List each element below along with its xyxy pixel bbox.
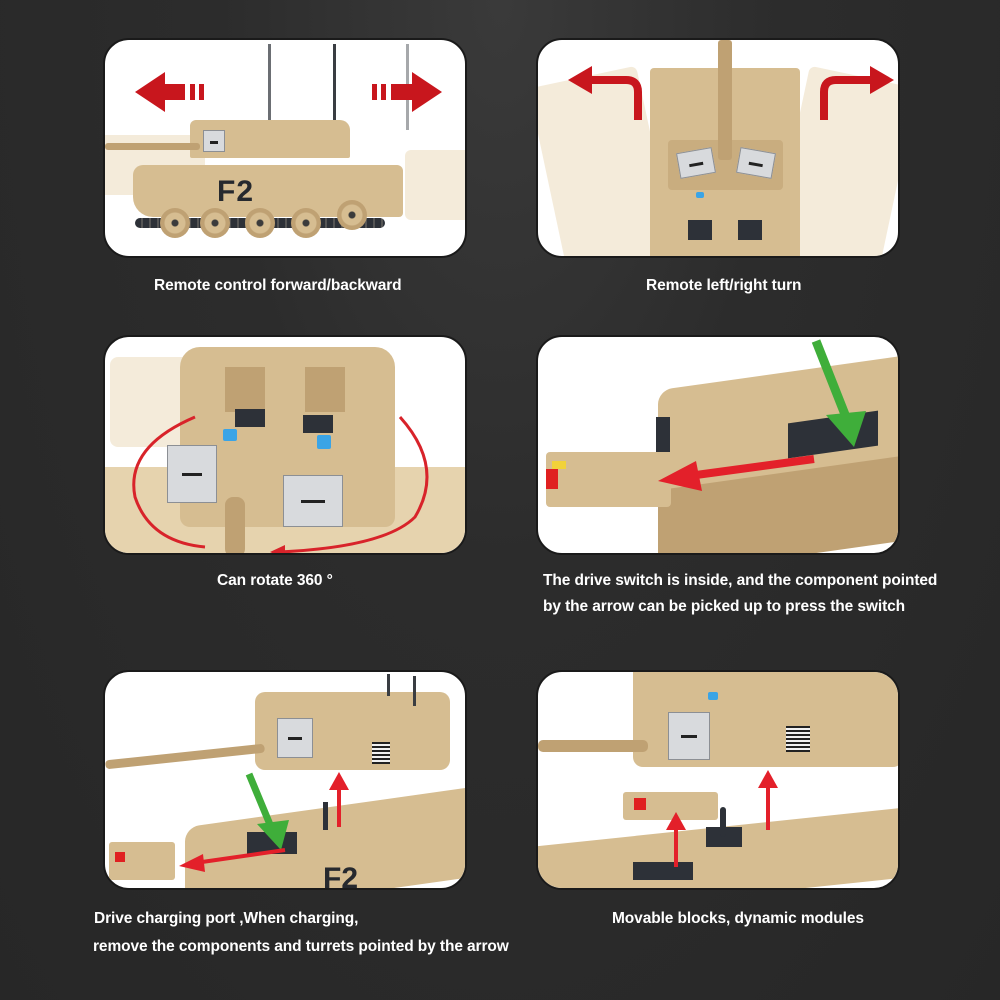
curved-right-red-arrow-icon — [820, 66, 894, 120]
removable-switch-block — [546, 452, 671, 507]
armor-plate — [277, 718, 313, 758]
hatch-open — [305, 367, 345, 412]
hatch — [738, 220, 762, 240]
gun-barrel — [105, 743, 266, 770]
gun-barrel — [105, 143, 200, 150]
hatch-opening — [303, 415, 333, 433]
vent-grille — [372, 742, 390, 764]
vent-grille — [786, 726, 810, 752]
hull-marking: F2 — [323, 862, 359, 890]
caption-movable-blocks: Movable blocks, dynamic modules — [612, 910, 864, 927]
panel-drive-switch — [536, 335, 900, 555]
light-brick — [708, 692, 718, 700]
caption-drive-switch-line2: by the arrow can be picked up to press t… — [543, 598, 906, 615]
red-up-arrow-icon — [758, 770, 778, 830]
antenna — [387, 674, 390, 696]
light-brick — [223, 429, 237, 441]
caption-drive-switch-line1: The drive switch is inside, and the comp… — [543, 572, 938, 589]
light-brick — [317, 435, 331, 449]
caption-charging-port-line2: remove the components and turrets pointe… — [93, 938, 509, 955]
left-red-arrow-icon — [135, 72, 204, 112]
green-down-arrow-icon — [245, 772, 289, 850]
road-wheel — [245, 208, 275, 238]
red-up-arrow-icon — [666, 812, 686, 867]
road-wheel — [160, 208, 190, 238]
caption-left-right-turn: Remote left/right turn — [646, 277, 802, 294]
light-brick — [696, 192, 704, 198]
switch-red — [634, 798, 646, 810]
switch-red — [546, 469, 558, 489]
red-up-arrow-icon — [329, 772, 349, 827]
hull — [538, 807, 898, 888]
curved-left-red-arrow-icon — [568, 66, 642, 120]
turret-pivot — [720, 807, 726, 837]
circular-red-arrow-icon — [132, 415, 429, 553]
right-red-arrow-icon — [372, 72, 442, 112]
turret-pivot-socket — [706, 827, 742, 847]
antenna — [333, 44, 336, 130]
gun-barrel — [225, 497, 245, 553]
panel-left-right-turn — [536, 38, 900, 258]
road-wheel — [337, 200, 367, 230]
armor-plate — [167, 445, 217, 503]
hatch — [688, 220, 712, 240]
track-edge — [656, 417, 670, 452]
road-wheel — [291, 208, 321, 238]
switch-yellow — [552, 461, 566, 469]
red-left-arrow-icon — [179, 848, 286, 872]
panel-movable-blocks — [536, 670, 900, 890]
hull-marking: F2 — [217, 175, 255, 208]
antenna — [268, 44, 271, 122]
caption-forward-backward: Remote control forward/backward — [154, 277, 402, 294]
road-wheel — [200, 208, 230, 238]
switch-red — [115, 852, 125, 862]
panel-rotate-360 — [103, 335, 467, 555]
panel-forward-backward: F2 — [103, 38, 467, 258]
armor-plate — [283, 475, 343, 527]
gun-barrel — [718, 40, 732, 160]
ghost-tank-right — [405, 150, 465, 220]
gun-barrel — [538, 740, 648, 752]
red-left-arrow-icon — [658, 455, 815, 491]
hatch-opening — [235, 409, 265, 427]
green-down-arrow-icon — [811, 339, 866, 447]
antenna — [413, 676, 416, 706]
caption-charging-port-line1: Drive charging port ,When charging, — [94, 910, 359, 927]
armor-plate — [668, 712, 710, 760]
caption-rotate-360: Can rotate 360 ° — [217, 572, 333, 589]
hatch-open — [225, 367, 265, 412]
panel-charging-port: F2 — [103, 670, 467, 890]
armor-plate — [203, 130, 225, 152]
turret-pivot — [323, 802, 328, 830]
